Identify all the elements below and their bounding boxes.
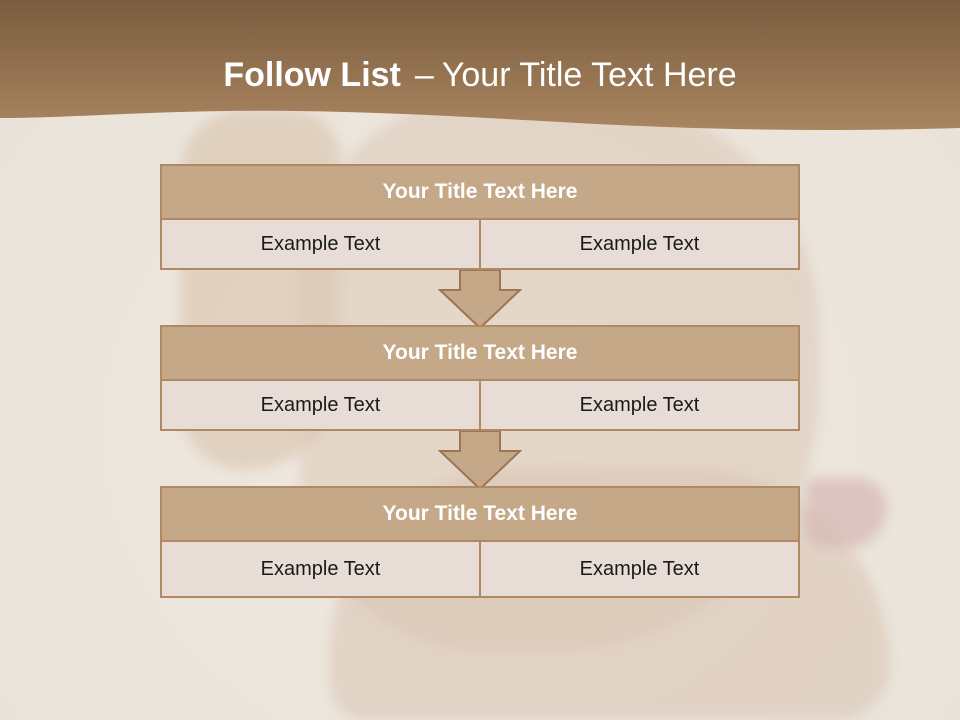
header-band: Follow List–Your Title Text Here <box>0 0 960 140</box>
process-cell-right: Example Text <box>481 381 800 431</box>
process-cell-left: Example Text <box>160 381 481 431</box>
process-block-row: Example Text Example Text <box>160 220 800 270</box>
process-block-title: Your Title Text Here <box>160 164 800 220</box>
process-block-3: Your Title Text Here Example Text Exampl… <box>160 486 800 598</box>
page-title: Follow List–Your Title Text Here <box>0 56 960 95</box>
process-block-row: Example Text Example Text <box>160 381 800 431</box>
down-arrow-icon <box>438 431 522 491</box>
process-block-1: Your Title Text Here Example Text Exampl… <box>160 164 800 270</box>
process-cell-left: Example Text <box>160 542 481 598</box>
page-title-rest: Your Title Text Here <box>441 56 737 94</box>
page-title-bold: Follow List <box>223 56 401 94</box>
header-wave-shape <box>0 0 960 130</box>
process-block-row: Example Text Example Text <box>160 542 800 598</box>
process-block-2: Your Title Text Here Example Text Exampl… <box>160 325 800 431</box>
process-block-title: Your Title Text Here <box>160 325 800 381</box>
process-cell-left: Example Text <box>160 220 481 270</box>
page-title-separator: – <box>414 56 434 94</box>
background-figure-swimsuit <box>805 478 887 548</box>
process-cell-right: Example Text <box>481 220 800 270</box>
process-block-title: Your Title Text Here <box>160 486 800 542</box>
process-cell-right: Example Text <box>481 542 800 598</box>
down-arrow-icon <box>438 270 522 330</box>
